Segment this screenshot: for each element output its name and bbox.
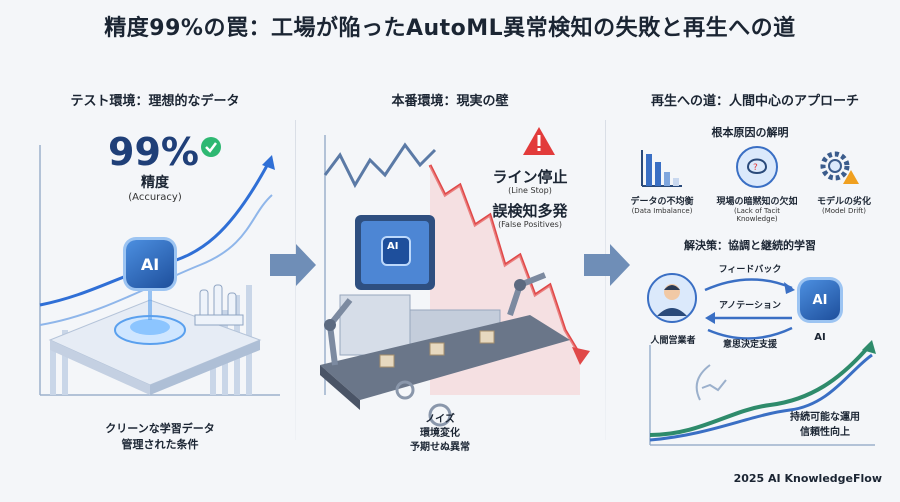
feedback-label: フィードバック	[718, 265, 782, 275]
gear-warning-icon	[820, 151, 859, 184]
growth-chart-illustration	[649, 340, 876, 446]
alert-line-stop-sub: (Line Stop)	[508, 186, 552, 195]
ai-monitor-label: AI	[387, 241, 399, 252]
solution-title: 解決策：協調と継続的学習	[684, 239, 816, 252]
divider	[605, 120, 606, 440]
accuracy-metric: 99%	[108, 130, 199, 174]
warning-icon	[523, 127, 555, 155]
production-environment-illustration	[320, 135, 590, 427]
unexpected-anomaly-label: 予期せぬ異常	[410, 442, 470, 453]
arrow-right-icon	[270, 244, 316, 286]
alert-line-stop: ライン停止	[492, 168, 568, 186]
human-label: 人間営業者	[650, 336, 696, 346]
cause-sublabel: (Model Drift)	[821, 207, 866, 215]
left-caption-line1: クリーンな学習データ	[105, 422, 215, 435]
annotation-label: アノテーション	[718, 301, 781, 311]
environment-change-label: 環境変化	[420, 428, 460, 439]
right-panel-heading: 再生への道：人間中心のアプローチ	[650, 94, 859, 109]
cause-label: 現場の暗黙知の欠如	[716, 197, 798, 207]
accuracy-label: 精度	[141, 175, 169, 191]
divider	[295, 120, 296, 440]
page-title: 精度99%の罠：工場が陥ったAutoML異常検知の失敗と再生への道	[104, 16, 796, 41]
outcome-sustainable: 持続可能な運用	[790, 412, 860, 423]
noise-label: ノイズ	[425, 414, 455, 425]
alert-false-positives: 誤検知多発	[492, 202, 568, 220]
svg-text:?: ?	[753, 163, 758, 173]
accuracy-sublabel: (Accuracy)	[128, 192, 182, 203]
arrow-right-icon	[584, 244, 630, 286]
outcome-reliability: 信頼性向上	[800, 427, 850, 438]
ai-chip-label: AI	[812, 292, 828, 308]
human-operator-icon	[647, 273, 697, 323]
cause-label: データの不均衡	[630, 197, 694, 207]
collaboration-arrows	[704, 278, 795, 340]
decision-support-label: 意思決定支援	[722, 340, 777, 350]
footer-credit: 2025 AI KnowledgeFlow	[733, 472, 882, 485]
ai-chip-icon: AI	[126, 240, 174, 288]
left-caption-line2: 管理された条件	[121, 438, 199, 451]
brain-icon: ?	[736, 146, 778, 188]
cause-sublabel: (Lack of Tacit Knowledge)	[734, 207, 780, 223]
ai-chip-icon: AI	[800, 280, 840, 320]
cause-sublabel: (Data Imbalance)	[631, 207, 693, 215]
causes-title: 根本原因の解明	[711, 126, 789, 139]
ai-label: AI	[814, 332, 826, 343]
alert-false-positives-sub: (False Positives)	[498, 220, 562, 229]
cause-label: モデルの劣化	[816, 197, 871, 207]
bar-chart-icon	[641, 150, 682, 187]
check-icon	[201, 137, 221, 157]
middle-panel-heading: 本番環境：現実の壁	[391, 94, 509, 109]
ai-chip-label: AI	[140, 254, 160, 274]
left-panel-heading: テスト環境：理想的なデータ	[70, 94, 240, 109]
